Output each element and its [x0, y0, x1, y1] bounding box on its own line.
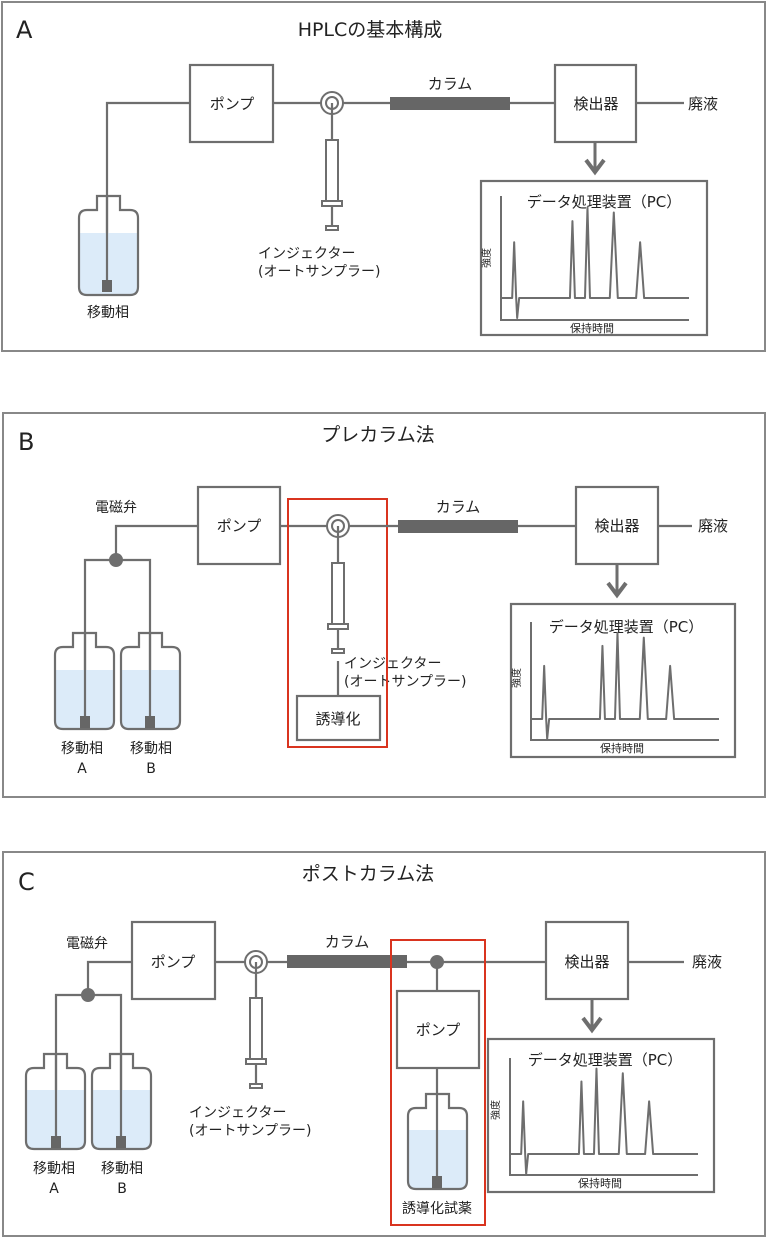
- mobile-phase-b-letter: B: [146, 761, 156, 777]
- syringe-icon: [327, 562, 349, 654]
- detector-label: 検出器: [564, 953, 609, 971]
- pump-box: [188, 63, 275, 144]
- column-icon: [390, 97, 510, 110]
- mobile-phase-a-bottle-icon: [24, 1052, 87, 1151]
- mobile-phase-b-label: 移動相: [101, 1161, 143, 1177]
- detector-box: [544, 920, 630, 1001]
- arrow-down-icon: [581, 999, 603, 1034]
- mobile-phase-label: 移動相: [87, 305, 129, 321]
- injector-valve-icon: [326, 514, 350, 563]
- column-icon: [287, 955, 407, 968]
- detector-label: 検出器: [594, 517, 639, 535]
- panel-frame: [1, 1, 766, 352]
- reagent-bottle-icon: [406, 1092, 469, 1191]
- panel-letter: C: [18, 868, 35, 896]
- mobile-phase-b-bottle-icon: [119, 631, 182, 731]
- panel-a: A HPLCの基本構成 移動相 ポンプ: [1, 1, 766, 352]
- mobile-phase-a-letter: A: [77, 761, 87, 777]
- highlight-frame: [287, 498, 388, 748]
- column-label: カラム: [428, 75, 473, 93]
- arrow-down-icon: [584, 142, 606, 176]
- syringe-icon: [321, 139, 343, 231]
- x-axis-label: 保持時間: [600, 741, 644, 755]
- mobile-phase-a-letter: A: [49, 1181, 59, 1197]
- chromatogram: [500, 196, 689, 321]
- pc-title: データ処理装置（PC）: [527, 193, 682, 211]
- waste-label: 廃液: [692, 953, 722, 971]
- panel-title: HPLCの基本構成: [298, 19, 443, 41]
- pc-title: データ処理装置（PC）: [549, 618, 704, 636]
- mobile-phase-b-bottle-icon: [90, 1052, 153, 1151]
- y-axis-label: 強度: [510, 668, 523, 688]
- panel-b: B プレカラム法 電磁弁 移動相 A 移動相 B ポンプ: [2, 412, 766, 798]
- panel-letter: B: [18, 428, 34, 456]
- injector-label: インジェクター: [189, 1105, 286, 1121]
- y-axis-label: 強度: [480, 248, 493, 268]
- chromatogram-trace: [531, 631, 719, 740]
- solenoid-valve-icon: [81, 988, 95, 1002]
- injector-label: インジェクター: [258, 246, 355, 262]
- column-icon: [398, 520, 518, 533]
- solenoid-valve-icon: [109, 553, 123, 567]
- chromatogram-trace: [501, 206, 689, 319]
- pump-label: ポンプ: [217, 517, 262, 535]
- mobile-phase-bottle-icon: [77, 194, 140, 297]
- mobile-phase-a-label: 移動相: [33, 1161, 75, 1177]
- mobile-phase-b-letter: B: [117, 1181, 127, 1197]
- chromatogram: [509, 1058, 698, 1176]
- reagent-label: 誘導化試薬: [402, 1201, 472, 1217]
- panel-title: ポストカラム法: [302, 863, 434, 885]
- post-column-pump-label: ポンプ: [416, 1021, 461, 1039]
- highlight-frame: [390, 939, 486, 1226]
- injector-label: インジェクター: [344, 656, 441, 672]
- arrow-down-icon: [606, 564, 628, 599]
- waste-label: 廃液: [688, 95, 718, 113]
- post-column-pump-box: [395, 989, 481, 1070]
- chart-axes: [509, 1058, 698, 1176]
- panel-frame: [2, 851, 766, 1237]
- pump-label: ポンプ: [210, 95, 255, 113]
- detector-label: 検出器: [573, 95, 618, 113]
- valve-label: 電磁弁: [66, 936, 108, 952]
- injector-valve-icon: [244, 950, 268, 998]
- tube-valve-pump: [114, 524, 198, 560]
- derivatization-box: [295, 694, 382, 742]
- pump-box: [130, 920, 217, 1001]
- pump-label: ポンプ: [151, 953, 196, 971]
- panel-c: C ポストカラム法 電磁弁 移動相 A 移動相 B ポンプ: [2, 851, 766, 1237]
- tube-valve-pump: [86, 960, 132, 995]
- injector-valve-icon: [320, 91, 344, 140]
- panel-frame: [2, 412, 766, 798]
- waste-label: 廃液: [698, 517, 728, 535]
- autosampler-label: (オートサンプラー): [344, 674, 467, 690]
- valve-label: 電磁弁: [95, 500, 137, 516]
- autosampler-label: (オートサンプラー): [258, 264, 381, 280]
- column-label: カラム: [325, 933, 370, 951]
- panel-letter: A: [16, 16, 33, 44]
- chart-axes: [530, 622, 719, 741]
- chromatogram: [530, 622, 719, 741]
- column-label: カラム: [436, 498, 481, 516]
- autosampler-label: (オートサンプラー): [189, 1123, 312, 1139]
- x-axis-label: 保持時間: [578, 1176, 622, 1190]
- mobile-phase-a-label: 移動相: [61, 741, 103, 757]
- panel-title: プレカラム法: [321, 424, 434, 446]
- chromatogram-trace: [510, 1067, 698, 1175]
- mobile-phase-b-label: 移動相: [130, 741, 172, 757]
- mobile-phase-a-bottle-icon: [53, 631, 116, 731]
- chart-axes: [500, 196, 689, 321]
- pump-box: [196, 485, 282, 566]
- pc-title: データ処理装置（PC）: [528, 1051, 683, 1069]
- detector-box: [553, 63, 638, 144]
- x-axis-label: 保持時間: [570, 321, 614, 335]
- y-axis-label: 強度: [489, 1100, 502, 1120]
- derivatization-label: 誘導化: [315, 710, 360, 728]
- syringe-icon: [245, 997, 267, 1089]
